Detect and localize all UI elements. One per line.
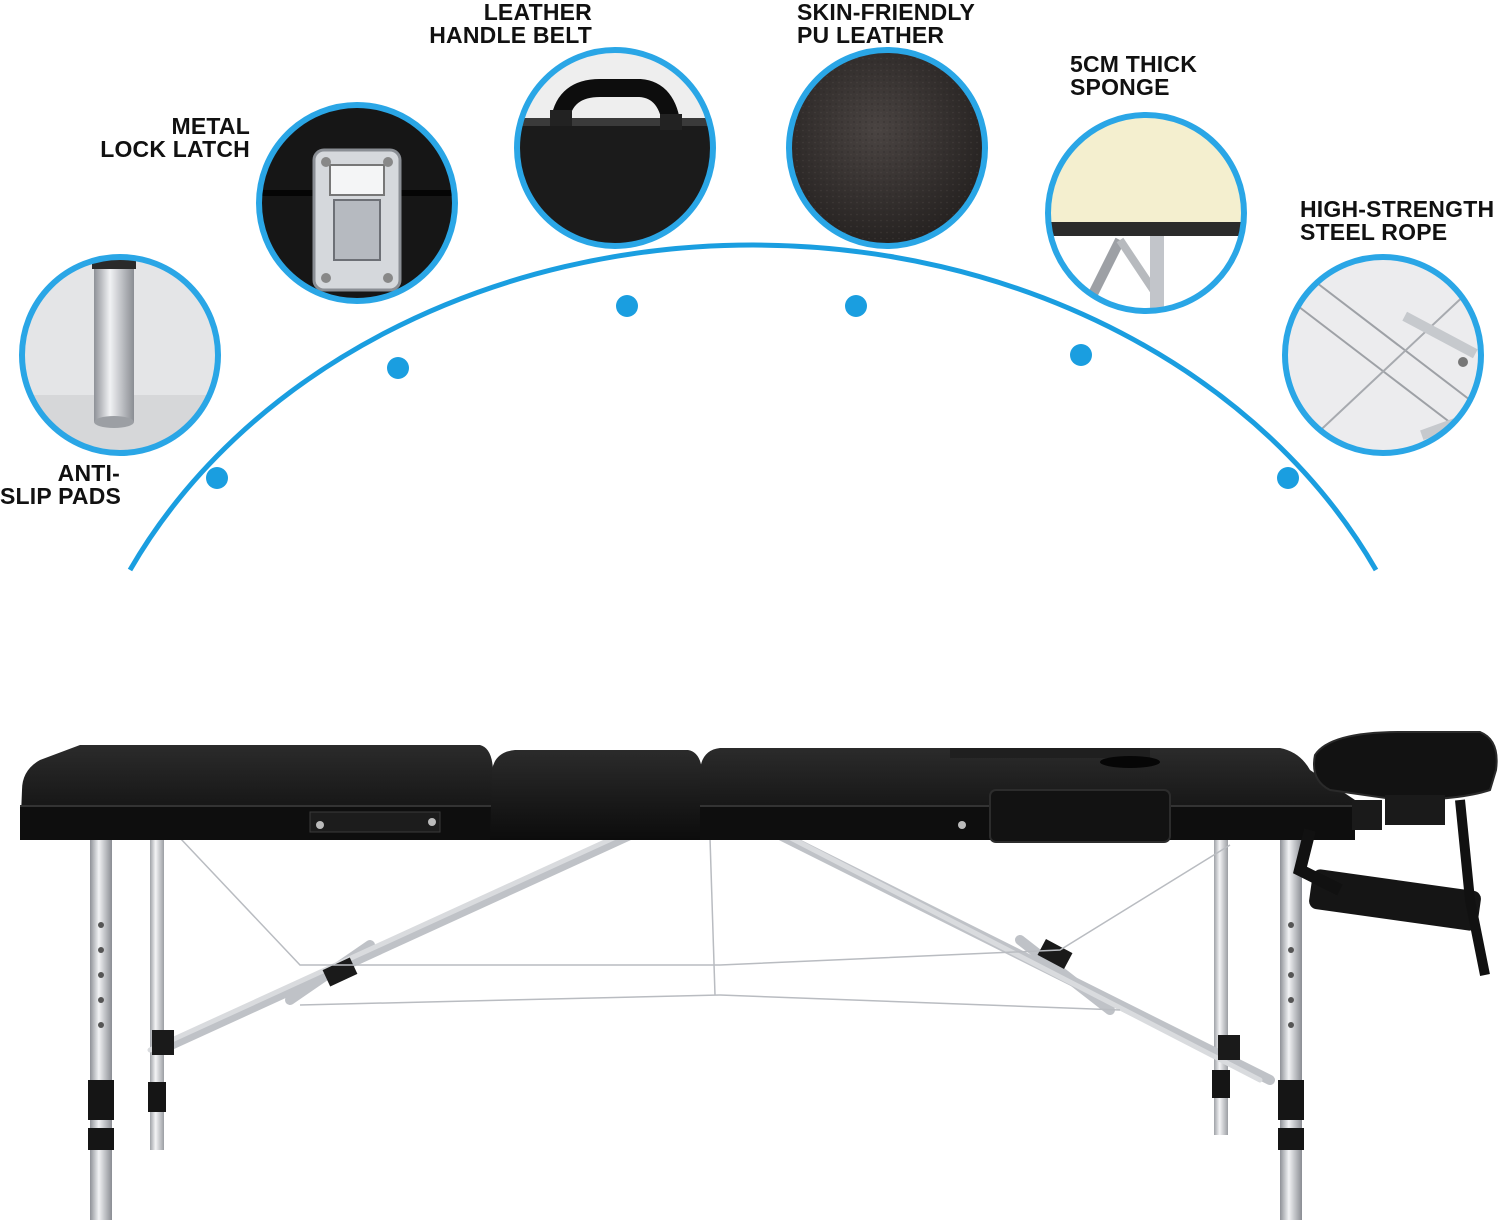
table-leg-icon: [19, 254, 221, 456]
arc-dot: [845, 295, 867, 317]
arc-dot: [387, 357, 409, 379]
label-line: SKIN-FRIENDLY: [797, 0, 976, 25]
arc-dot: [1277, 467, 1299, 489]
label-line: HANDLE BELT: [429, 22, 592, 48]
arc-dot: [206, 467, 228, 489]
feature-label-leather-handle-belt: LEATHER HANDLE BELT: [400, 1, 592, 47]
arc-dots: [206, 295, 1299, 489]
feature-label-metal-lock-latch: METAL LOCK LATCH: [70, 115, 250, 161]
feature-label-sponge: 5CM THICK SPONGE: [1070, 53, 1250, 99]
label-line: STEEL ROPE: [1300, 219, 1448, 245]
label-line: LOCK LATCH: [100, 136, 250, 162]
feature-label-pu-leather: SKIN-FRIENDLY PU LEATHER: [797, 1, 997, 47]
label-line: SLIP PADS: [0, 483, 122, 509]
label-line: HIGH-STRENGTH: [1300, 196, 1495, 222]
leather-texture-icon: [786, 47, 988, 249]
sponge-layer-icon: [1045, 112, 1247, 314]
lock-latch-icon: [256, 102, 458, 304]
steel-rope-icon: [1282, 254, 1484, 456]
feature-label-anti-slip-pads: ANTI- SLIP PADS: [0, 460, 122, 509]
feature-label-steel-rope: HIGH-STRENGTH STEEL ROPE: [1300, 198, 1498, 244]
arc-dot: [616, 295, 638, 317]
label-line: SPONGE: [1070, 74, 1170, 100]
feature-arc: [127, 242, 1379, 572]
label-line: METAL: [171, 113, 250, 139]
label-line: PU LEATHER: [797, 22, 945, 48]
label-line: LEATHER: [483, 0, 592, 25]
massage-table-icon: [20, 731, 1498, 1220]
arc-dot: [1070, 344, 1092, 366]
handle-belt-icon: [514, 47, 716, 249]
label-line: ANTI-: [57, 460, 120, 486]
label-line: 5CM THICK: [1070, 51, 1198, 77]
